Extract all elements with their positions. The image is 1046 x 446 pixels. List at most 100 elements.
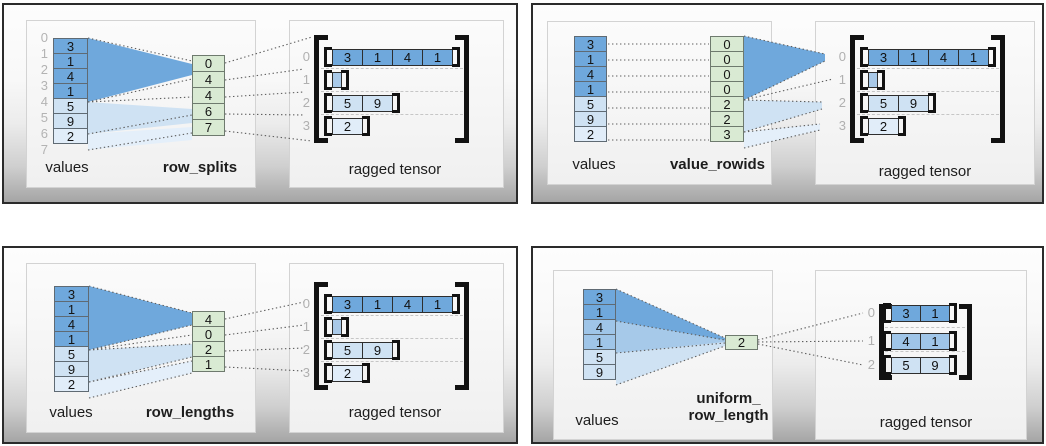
tensor-cell: 9 (898, 94, 929, 112)
value-index: 3 (40, 78, 48, 93)
tensor-cell: 4 (392, 295, 423, 313)
row-splits-column: 0 4 4 6 7 (192, 55, 225, 136)
row-bracket-right (928, 93, 936, 113)
tensor-row-index: 0 (302, 296, 310, 311)
value-cell: 1 (53, 83, 88, 99)
row-bracket-left (324, 317, 332, 337)
values-label: values (572, 156, 616, 173)
tensor-row-index: 0 (867, 305, 875, 320)
row-separator (321, 114, 463, 115)
row-bracket-right (877, 70, 885, 90)
tensor-row-empty (324, 317, 349, 337)
values-column: 3 1 4 1 5 9 2 (53, 38, 88, 144)
tensor-bracket-left (314, 35, 328, 143)
tensor-cell: 5 (332, 94, 363, 112)
tensor-cell: 1 (920, 332, 950, 350)
tensor-row-index: 2 (838, 95, 846, 110)
tensor-row-empty (860, 70, 885, 90)
row-bracket-right (949, 331, 957, 351)
row-bracket-left (324, 116, 332, 136)
value-cell: 3 (54, 286, 89, 302)
row-bracket-right (949, 355, 957, 375)
tensor-row-index: 3 (302, 365, 310, 380)
tensor-bracket-right (455, 35, 469, 143)
value-cell: 3 (583, 289, 616, 305)
row-bracket-left (324, 340, 332, 360)
tensor-label: ragged tensor (878, 163, 972, 180)
tensor-row-index: 2 (302, 342, 310, 357)
tensor-cell: 3 (332, 48, 363, 66)
value-index: 1 (40, 46, 48, 61)
tensor-bracket-right (991, 35, 1005, 143)
tensor-cell: 9 (362, 341, 393, 359)
row-separator (321, 315, 463, 316)
row-bracket-right (392, 93, 400, 113)
value-cell: 5 (54, 346, 89, 362)
param-cell: 0 (710, 51, 744, 67)
panel-row-splits: 0 1 2 3 4 5 6 7 3 1 4 1 5 9 2 0 4 4 6 7 … (2, 3, 518, 204)
row-bracket-right (362, 116, 370, 136)
tensor-row-index: 3 (838, 118, 846, 133)
param-cell: 4 (192, 311, 225, 327)
tensor-row: 3 1 (883, 303, 957, 323)
tensor-row: 2 (324, 363, 370, 383)
param-cell: 3 (710, 126, 744, 142)
value-cell: 5 (583, 349, 616, 365)
tensor-cell: 2 (332, 117, 363, 135)
row-bracket-left (324, 47, 332, 67)
row-bracket-right (341, 70, 349, 90)
values-column: 3 1 4 1 5 9 2 (574, 36, 607, 142)
tensor-cell: 9 (920, 356, 950, 374)
tensor-label: ragged tensor (348, 161, 442, 178)
value-index: 4 (40, 94, 48, 109)
value-cell: 2 (54, 376, 89, 392)
row-separator (321, 361, 463, 362)
tensor-row: 5 9 (860, 93, 936, 113)
tensor-cell: 3 (332, 295, 363, 313)
row-bracket-left (860, 116, 868, 136)
param-cell: 2 (710, 96, 744, 112)
value-cell: 5 (574, 96, 607, 112)
tensor-row: 2 (860, 116, 906, 136)
tensor-row-index: 0 (302, 49, 310, 64)
tensor-cell: 9 (362, 94, 393, 112)
row-separator (321, 91, 463, 92)
value-cell: 1 (53, 53, 88, 69)
tensor-label: ragged tensor (348, 404, 442, 421)
tensor-row: 5 9 (324, 93, 400, 113)
value-cell: 4 (574, 66, 607, 82)
row-separator (321, 338, 463, 339)
tensor-bracket-left (314, 282, 328, 390)
param-label: row_lengths (145, 404, 235, 421)
param-cell: 2 (710, 111, 744, 127)
row-bracket-right (988, 47, 996, 67)
panel-row-lengths: 3 1 4 1 5 9 2 4 0 2 1 values row_lengths… (2, 246, 518, 444)
tensor-cell: 5 (891, 356, 921, 374)
tensor-row: 4 1 (883, 331, 957, 351)
tensor-row: 3 1 4 1 (860, 47, 996, 67)
param-cell: 0 (710, 36, 744, 52)
row-separator (885, 351, 965, 352)
row-bracket-right (362, 363, 370, 383)
row-separator (857, 68, 999, 69)
param-label: row_splits (162, 159, 238, 176)
values-column: 3 1 4 1 5 9 2 (54, 286, 89, 392)
param-cell: 4 (192, 71, 225, 88)
tensor-bracket-left (850, 35, 864, 143)
row-lengths-column: 4 0 2 1 (192, 311, 225, 372)
row-bracket-right (898, 116, 906, 136)
tensor-cell: 5 (868, 94, 899, 112)
param-label-line1: uniform_ (696, 390, 761, 407)
tensor-cell: 4 (891, 332, 921, 350)
value-cell: 1 (54, 331, 89, 347)
param-cell: 0 (192, 326, 225, 342)
value-index: 5 (40, 110, 48, 125)
param-cell: 6 (192, 103, 225, 120)
tensor-row: 3 1 4 1 (324, 294, 460, 314)
tensor-cell: 5 (332, 341, 363, 359)
tensor-row: 2 (324, 116, 370, 136)
param-label-line2: row_length (688, 407, 769, 424)
tensor-row-index: 1 (302, 319, 310, 334)
value-index: 7 (40, 142, 48, 157)
